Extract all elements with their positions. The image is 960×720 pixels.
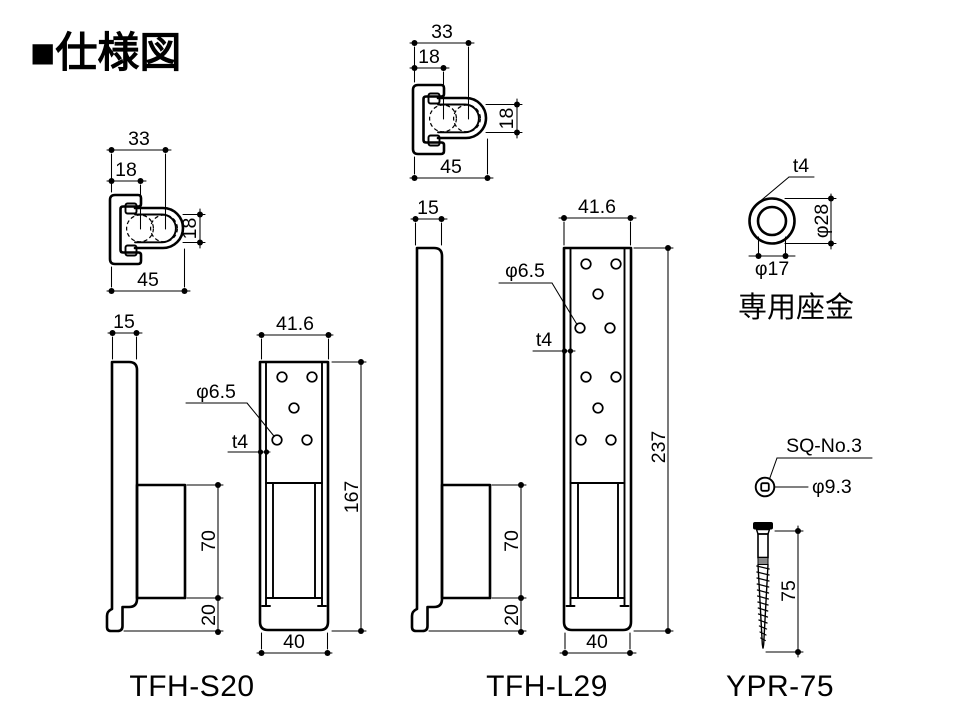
tfh-l29-cross-dimensions: 33 18 18 45 [409,21,523,181]
tfh-l29-holes [574,258,622,446]
tfh-s20-cross-dimensions: 33 18 18 45 [106,128,206,294]
dim-front-total-height: 167 [341,481,363,514]
tfh-l29-side-block [440,483,492,600]
part-label-tfh-l29: TFH-L29 [486,670,608,703]
dim-washer-outer-diameter: φ28 [811,204,833,238]
dim-plate-thickness: t4 [536,329,552,351]
washer-inner-circle [756,205,788,237]
tfh-s20-side-dimensions: 15 70 20 [107,311,224,635]
dim-cross-total-width: 45 [137,269,159,291]
dim-washer-inner-diameter: φ17 [755,258,789,280]
screw-square-drive [760,482,770,492]
tfh-s20-front-view [258,360,330,632]
tfh-l29-front-view [562,246,633,632]
tfh-l29-side-view [410,246,444,633]
dim-cross-top-offset: 18 [115,159,137,181]
screw-neck-hatch [757,557,769,565]
dim-hole-diameter: φ6.5 [505,260,545,282]
dim-hole-diameter: φ6.5 [196,381,236,403]
dim-cross-top-width: 33 [128,128,150,150]
dim-block-height: 70 [198,530,220,552]
tfh-s20-front-details [261,361,327,607]
screw-length-dimension: 75 [765,525,804,658]
page-title: ■仕様図 [30,29,181,76]
dim-block-height: 70 [501,530,523,552]
screw-head-cap [753,522,773,530]
dim-foot-height: 20 [501,604,523,626]
screw-head-dimensions: SQ-No.3 φ9.3 [768,435,873,498]
dim-cross-top-width: 33 [431,21,453,43]
dim-foot-height: 20 [198,604,220,626]
dim-washer-thickness: t4 [793,155,809,177]
dim-cross-pocket-height: 18 [179,218,201,240]
tfh-l29-drawing: 33 18 18 45 15 [409,21,674,703]
tfh-s20-drawing: 33 18 18 45 15 [105,128,367,703]
washer-drawing: t4 φ28 φ17 専用座金 [738,155,854,324]
screw-thread-outline [757,563,769,649]
tfh-l29-front-details [565,247,630,607]
tfh-l29-front-dimensions: 41.6 237 40 φ6.5 t4 [498,196,674,656]
part-label-washer: 専用座金 [738,291,854,324]
tfh-l29-side-dimensions: 15 70 20 [410,197,527,635]
dim-cross-total-width: 45 [440,156,462,178]
dim-plate-thickness: t4 [232,431,248,453]
dim-front-total-height: 237 [648,431,670,464]
dim-screw-length: 75 [778,580,800,602]
dim-cross-pocket-height: 18 [496,108,518,130]
washer-outer-circle [748,197,796,245]
dim-front-top-width: 41.6 [578,196,616,218]
screw-thread-teeth [756,565,770,642]
tfh-s20-holes [271,371,318,446]
screw-head-top-view [754,476,776,498]
part-label-ypr-75: YPR-75 [726,670,834,703]
dim-side-thickness: 15 [113,311,135,333]
dim-front-top-width: 41.6 [276,313,314,335]
screw-drawing: SQ-No.3 φ9.3 75 YPR-75 [726,435,873,703]
dim-screw-drive: SQ-No.3 [786,435,862,457]
tfh-s20-front-dimensions: 41.6 167 40 φ6.5 t4 [185,313,367,656]
dim-front-bottom-width: 40 [586,631,608,653]
dim-cross-top-offset: 18 [418,46,440,68]
washer-dimensions: t4 φ28 φ17 [748,155,837,280]
screw-side-view [753,522,773,649]
tfh-s20-side-view [105,360,139,633]
dim-screw-head-diameter: φ9.3 [812,476,852,498]
part-label-tfh-s20: TFH-S20 [129,670,254,703]
tfh-s20-side-block [135,483,187,600]
dim-front-bottom-width: 40 [283,631,305,653]
dim-side-thickness: 15 [417,197,439,219]
